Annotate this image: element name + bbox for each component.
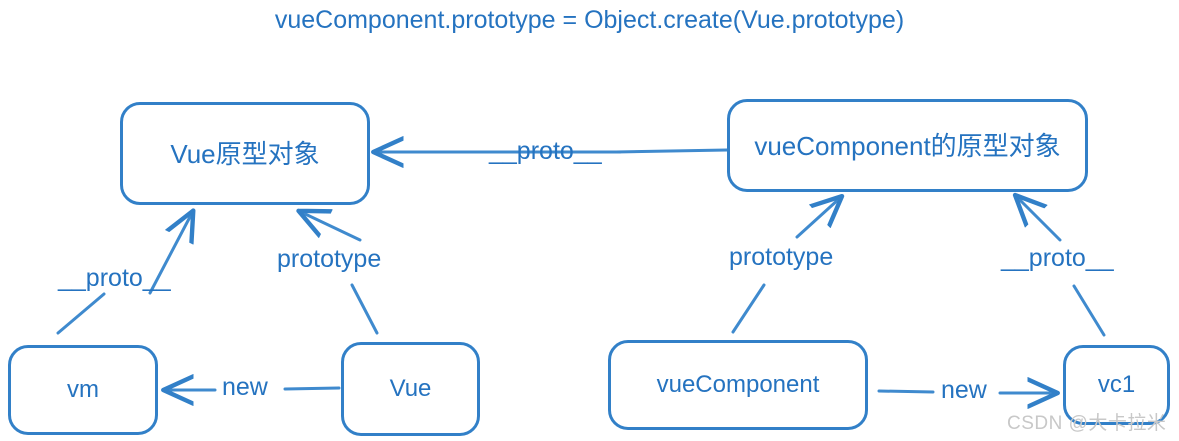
edge-label-proto-top: __proto__ xyxy=(489,137,602,165)
edge-proto-right-head xyxy=(1017,197,1062,242)
node-vc1[interactable]: vc1 xyxy=(1063,345,1170,425)
node-vuecomponent[interactable]: vueComponent xyxy=(608,340,868,430)
edge-label-new-left: new xyxy=(222,373,268,401)
edge-label-prototype-right: prototype xyxy=(729,243,834,271)
node-label: vc1 xyxy=(1097,371,1136,398)
watermark: CSDN @大卡拉米 xyxy=(1007,413,1167,434)
node-label: vueComponent的原型对象 xyxy=(754,130,1061,161)
edge-label-proto-right: __proto__ xyxy=(1001,244,1114,272)
edge-prototype-right-head xyxy=(795,198,840,239)
node-vm[interactable]: vm xyxy=(8,345,158,435)
page-title: vueComponent.prototype = Object.create(V… xyxy=(274,6,905,34)
edge-label-proto-left: __proto__ xyxy=(58,264,171,292)
node-vuecomponent-prototype-object[interactable]: vueComponent的原型对象 xyxy=(727,99,1088,192)
node-label: Vue原型对象 xyxy=(170,138,320,169)
edge-prototype-right-tail xyxy=(731,283,766,334)
edge-prototype-left-tail xyxy=(350,283,379,335)
edge-prototype-left-head xyxy=(301,212,362,242)
node-label: Vue xyxy=(389,375,432,402)
edge-new-left-tail xyxy=(283,386,341,391)
node-vue[interactable]: Vue xyxy=(341,342,480,436)
edge-proto-left-head xyxy=(148,213,192,295)
node-vue-prototype-object[interactable]: Vue原型对象 xyxy=(120,102,370,205)
edge-proto-right-tail xyxy=(1072,284,1106,337)
node-label: vueComponent xyxy=(656,371,820,398)
edge-label-new-right: new xyxy=(941,376,987,404)
edge-proto-top-tail xyxy=(614,148,729,154)
node-label: vm xyxy=(67,376,99,403)
edge-new-right-tail xyxy=(877,389,935,394)
edge-label-prototype-left: prototype xyxy=(277,245,382,273)
edge-proto-left-tail xyxy=(56,292,106,335)
